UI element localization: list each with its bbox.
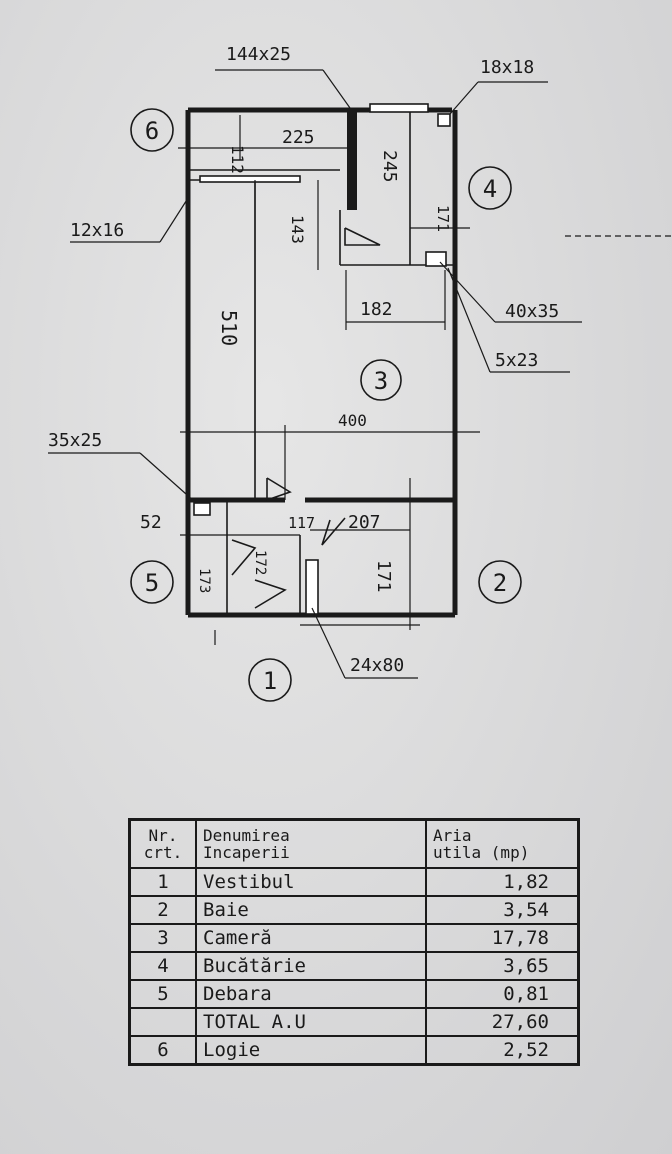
dim-510: 510: [217, 310, 241, 346]
dim-245: 245: [379, 150, 400, 183]
column-40x35: [425, 251, 447, 267]
table-row-total: TOTAL A.U 27,60: [128, 1007, 580, 1037]
door-room: [266, 477, 292, 502]
callout-40x35: 40x35: [505, 301, 559, 322]
interior-walls: [188, 103, 455, 615]
kitchen-window: [369, 103, 429, 113]
dim-112: 112: [228, 145, 247, 174]
header-nr: Nr.crt.: [128, 818, 197, 869]
callout-12x16: 12x16: [70, 220, 124, 241]
room-marker-4: [468, 166, 512, 210]
dim-182: 182: [360, 299, 393, 320]
table-row: 3 Cameră 17,78: [128, 923, 580, 953]
dim-117: 117: [288, 514, 315, 532]
room-marker-circles: [130, 108, 522, 702]
dim-207: 207: [348, 512, 381, 533]
room-marker-2: [478, 560, 522, 604]
dim-172: 172: [252, 550, 268, 575]
table-row: 5 Debara 0,81: [128, 979, 580, 1009]
door-closet: [231, 539, 257, 576]
callout-18x18: 18x18: [480, 57, 534, 78]
duct-144x25: [347, 108, 357, 210]
room-number-6: 6: [145, 117, 159, 145]
dim-52: 52: [140, 512, 162, 533]
room-number-4: 4: [483, 175, 497, 203]
room-marker-6: [130, 108, 174, 152]
callout-leaders: [48, 69, 672, 679]
duct-35x25: [193, 502, 211, 516]
callout-24x80: 24x80: [350, 655, 404, 676]
callout-5x23: 5x23: [495, 350, 538, 371]
door-kitchen: [344, 227, 381, 246]
room-marker-5: [130, 560, 174, 604]
dim-225: 225: [282, 127, 315, 148]
dim-173: 173: [196, 568, 212, 593]
room-number-1: 1: [263, 667, 277, 695]
room-number-5: 5: [145, 569, 159, 597]
callout-144x25: 144x25: [226, 44, 291, 65]
callout-35x25: 35x25: [48, 430, 102, 451]
table-row: 2 Baie 3,54: [128, 895, 580, 925]
dim-400: 400: [338, 411, 367, 430]
floor-plan: 6 4 3 5 2 1 225 182 400 52 117 207 112 2…: [48, 44, 672, 702]
room-marker-3: [360, 359, 402, 401]
outer-walls: [185, 107, 458, 618]
dim-171-bath: 171: [373, 560, 394, 593]
door-bath: [321, 517, 346, 546]
table-row: 4 Bucătărie 3,65: [128, 951, 580, 981]
room-number-2: 2: [493, 569, 507, 597]
table-row: 6 Logie 2,52: [128, 1035, 580, 1066]
dim-143: 143: [288, 215, 307, 244]
logia-window: [199, 175, 301, 183]
column-18x18: [437, 113, 451, 127]
shaft-24x80: [305, 559, 319, 615]
dim-171-kitchen: 171: [434, 205, 452, 232]
room-number-3: 3: [374, 367, 388, 395]
room-marker-1: [248, 658, 292, 702]
dimension-lines: [178, 115, 480, 645]
table-row: 1 Vestibul 1,82: [128, 867, 580, 897]
door-entrance: [254, 579, 287, 609]
